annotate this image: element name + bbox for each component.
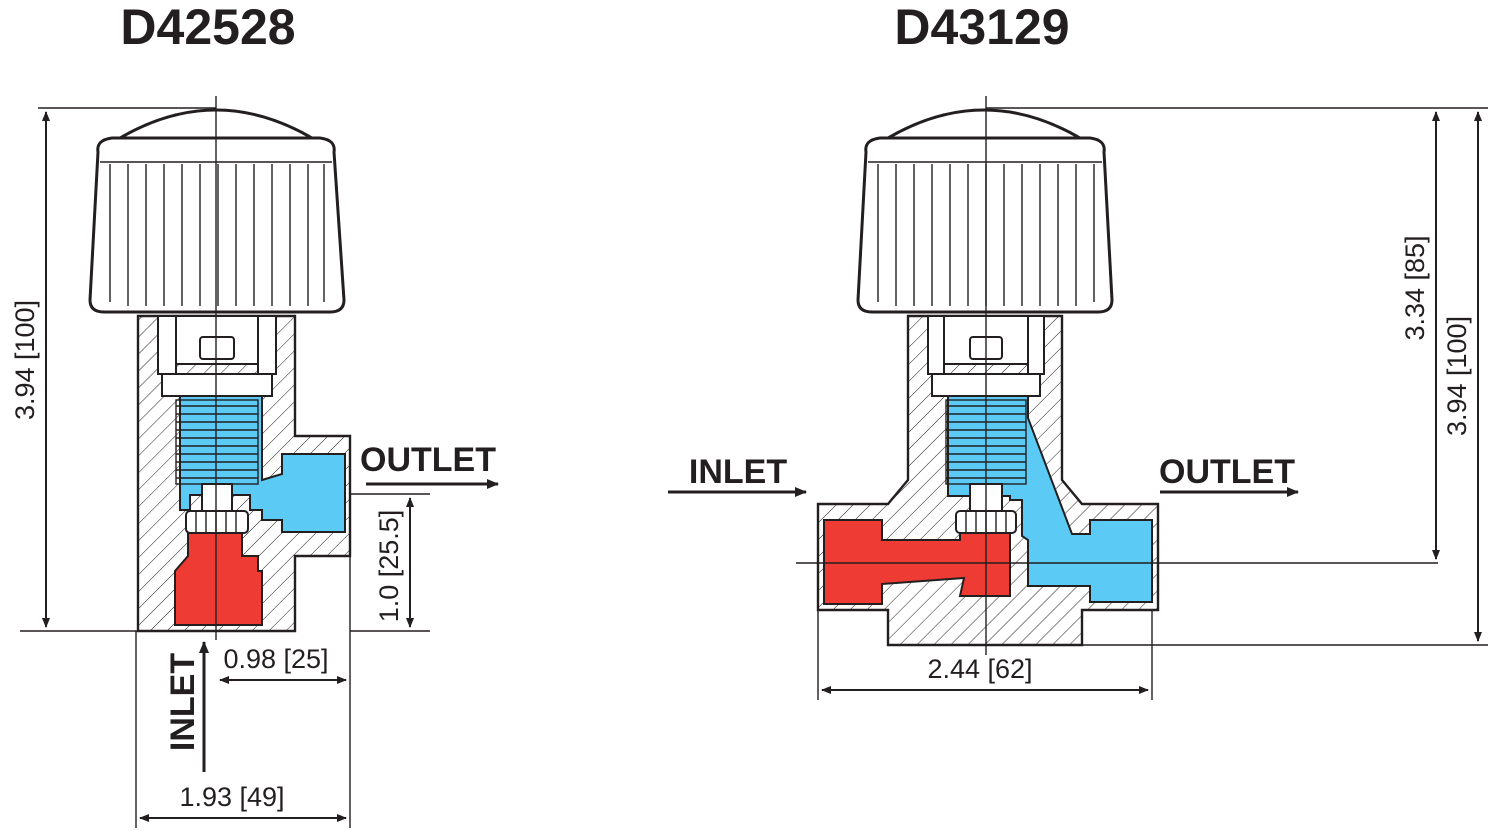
outlet-height-label-d42528: 1.0 [25.5] [374,510,404,623]
packing-plate [161,373,273,397]
model-title-d42528: D42528 [120,0,295,55]
outlet-fluid-d43129 [947,391,1153,603]
stem-shaft [201,483,233,513]
stem-head [199,336,235,360]
height-label-d42528: 3.94 [100] [10,300,40,420]
handwheel-knob-d43129 [856,108,1114,314]
inlet-label-d42528: INLET [164,653,202,751]
handwheel-knob-d42528 [88,108,346,314]
bonnet-wall-left [157,315,177,375]
width-label-d43129: 2.44 [62] [927,654,1032,684]
bonnet-wall-right-d43129 [1027,315,1045,375]
model-title-d43129: D43129 [894,0,1069,55]
inlet-fluid-d43129 [823,519,1011,605]
valve-seat-plug [185,510,249,534]
height-label-d43129: 3.94 [100] [1442,316,1472,436]
width-label-d42528: 1.93 [49] [179,782,284,812]
outlet-label-d43129: OUTLET [1159,453,1295,491]
bonnet-wall-left-d43129 [927,315,945,375]
valve-d43129: D43129 3.34 [ [668,0,1488,700]
port-height-label-d43129: 3.34 [85] [1400,235,1430,340]
inlet-fluid-d42528 [174,529,263,626]
outlet-label-d42528: OUTLET [360,441,496,479]
outlet-fluid-d42528 [179,391,346,533]
valve-d42528: D42528 3.94 [ [10,0,499,828]
outlet-offset-label-d42528: 0.98 [25] [223,644,328,674]
bonnet-wall-right [257,315,277,375]
inlet-label-d43129: INLET [689,453,787,491]
